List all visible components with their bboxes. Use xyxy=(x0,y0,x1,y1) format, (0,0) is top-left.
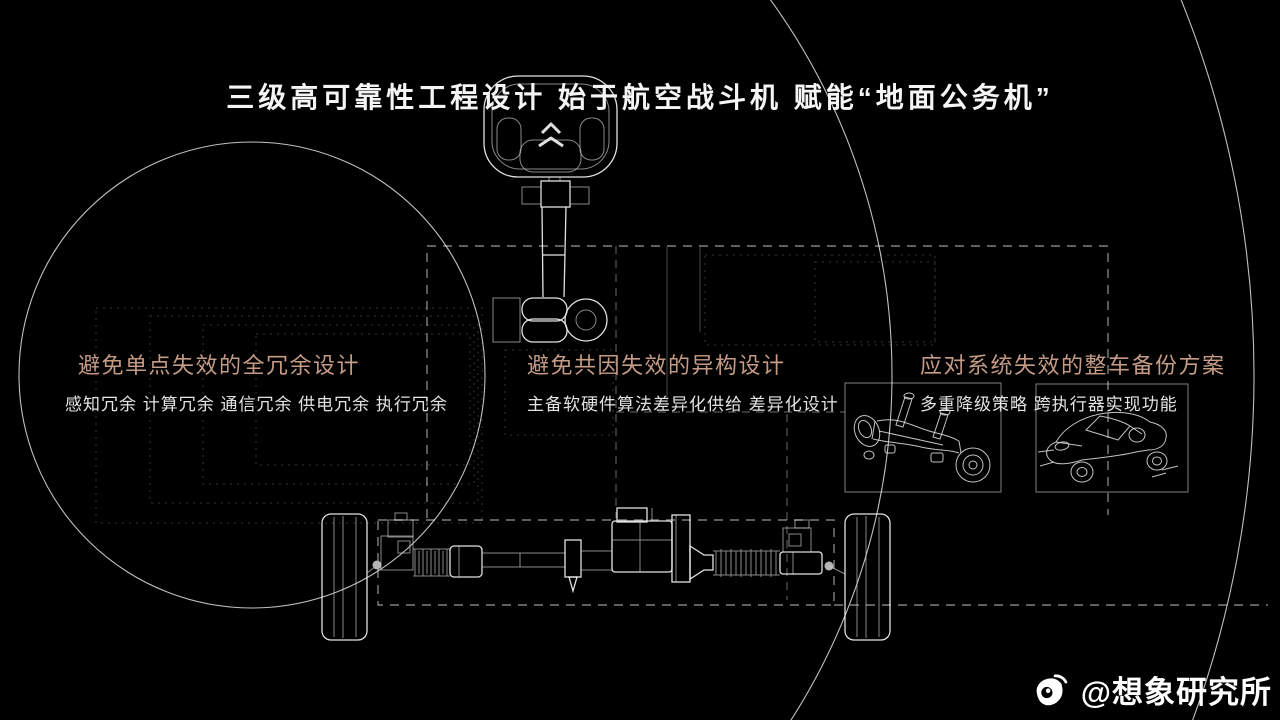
steering-column xyxy=(521,177,590,298)
column-detail: 感知冗余 计算冗余 通信冗余 供电冗余 执行冗余 xyxy=(65,395,448,414)
watermark: @想象研究所 xyxy=(1028,666,1272,712)
car-line-art xyxy=(1037,411,1179,483)
dotted-zones xyxy=(95,247,936,524)
redundancy-column: 避免单点失效的全冗余设计 感知冗余 计算冗余 通信冗余 供电冗余 执行冗余 xyxy=(65,348,448,415)
page-title: 三级高可靠性工程设计 始于航空战斗机 赋能“地面公务机” xyxy=(226,82,1054,113)
right-tire xyxy=(844,513,891,641)
nio-logo xyxy=(538,122,564,148)
left-tire xyxy=(321,513,368,641)
watermark-handle: @想象研究所 xyxy=(1080,674,1272,710)
chassis-inset-box xyxy=(844,382,1002,493)
heterogeneous-design-column: 避免共因失效的异构设计 主备软硬件算法差异化供给 差异化设计 xyxy=(527,348,839,415)
column-detail: 主备软硬件算法差异化供给 差异化设计 xyxy=(527,395,839,414)
concentric-circles xyxy=(18,0,1255,720)
column-heading: 避免共因失效的异构设计 xyxy=(527,353,786,378)
weibo-icon xyxy=(1036,674,1068,706)
dashed-zones xyxy=(377,245,1268,606)
motor-unit xyxy=(611,507,673,573)
backup-plan-column: 应对系统失效的整车备份方案 多重降级策略 跨执行器实现功能 xyxy=(920,348,1226,415)
column-heading: 避免单点失效的全冗余设计 xyxy=(78,353,361,378)
column-detail: 多重降级策略 跨执行器实现功能 xyxy=(920,395,1178,414)
steering-rack xyxy=(366,507,846,594)
chassis-line-art xyxy=(853,392,991,483)
car-inset-box xyxy=(1035,383,1189,493)
universal-joint xyxy=(492,297,608,343)
column-heading: 应对系统失效的整车备份方案 xyxy=(920,353,1226,378)
steering-wheel xyxy=(483,75,618,178)
